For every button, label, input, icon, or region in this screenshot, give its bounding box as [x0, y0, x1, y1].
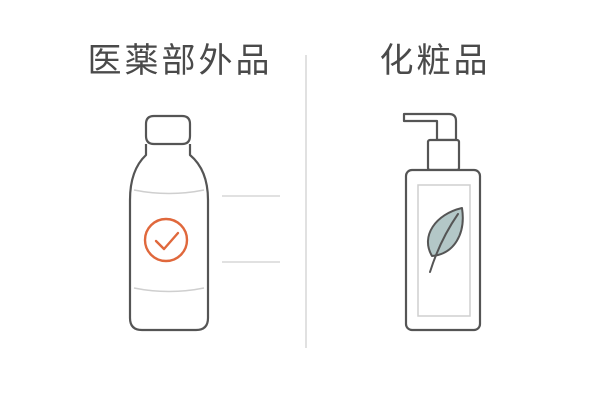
leaf-icon — [426, 207, 464, 273]
pump-neck — [426, 138, 461, 172]
pump-nozzle — [402, 112, 458, 142]
bottle-cap — [144, 114, 192, 146]
pump-label — [417, 184, 471, 317]
check-circle-icon — [143, 217, 189, 263]
bottle-band-bottom — [133, 287, 205, 293]
left-panel-title: 医薬部外品 — [87, 41, 273, 81]
bottle-body — [128, 144, 210, 332]
bottle-band-top — [133, 189, 205, 195]
right-panel-title: 化粧品 — [379, 41, 491, 81]
bottle-icon — [128, 114, 210, 332]
